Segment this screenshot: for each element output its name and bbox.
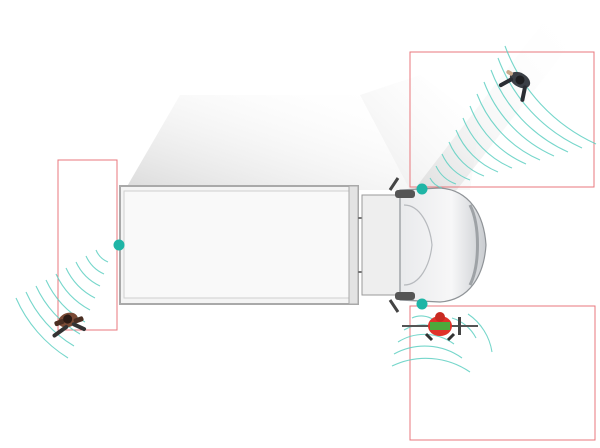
beam-shadow xyxy=(410,20,575,205)
truck-cab xyxy=(361,177,487,313)
cargo-box xyxy=(119,185,364,305)
cab-lower-sensor xyxy=(416,298,428,310)
cab-upper-sensor xyxy=(416,183,428,195)
detection-zones xyxy=(57,51,596,441)
waves-front-right xyxy=(429,45,597,189)
rear-sensor xyxy=(113,239,125,251)
zone-front-right xyxy=(409,51,595,188)
truck-shadow xyxy=(125,75,480,190)
pedestrian-right xyxy=(498,70,531,102)
zone-rear-left xyxy=(57,159,118,331)
pedestrian-left xyxy=(52,312,87,338)
waves-rear-left xyxy=(15,249,109,359)
sensors xyxy=(113,183,428,310)
zone-front-lower xyxy=(409,305,596,441)
cyclist xyxy=(402,312,478,342)
